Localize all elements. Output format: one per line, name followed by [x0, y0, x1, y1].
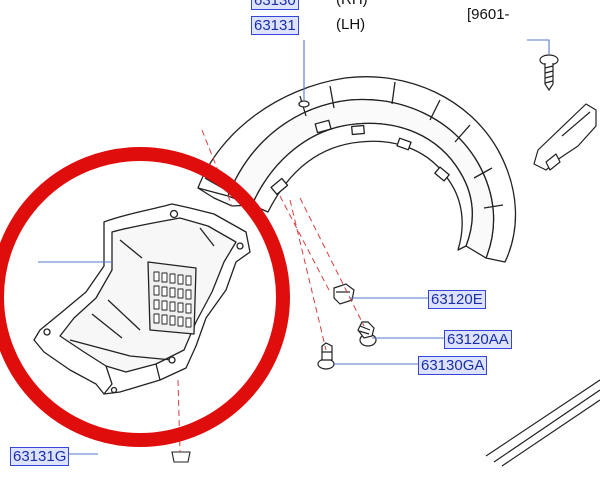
part-number-63131[interactable]: 63131	[251, 16, 299, 35]
part-number-63130GA[interactable]: 63130GA	[418, 356, 488, 375]
rh-label: (RH)	[336, 0, 368, 8]
part-number-63130[interactable]: 63130	[251, 0, 299, 10]
leader-lines	[38, 39, 550, 455]
lh-label: (LH)	[336, 16, 366, 33]
clip-e-drawing	[333, 283, 355, 305]
part-number-63120E[interactable]: 63120E	[428, 290, 486, 309]
part-number-63131G[interactable]: 63131G	[10, 447, 70, 466]
side-trim-drawing	[485, 103, 600, 467]
grommet-ga-drawing	[317, 342, 335, 370]
bottom-bolt-drawing	[171, 451, 191, 463]
splash-guard-drawing	[33, 203, 251, 395]
date-code-label: [9601-	[467, 6, 510, 23]
screw-drawing	[539, 54, 559, 92]
screw-aa-drawing	[357, 321, 377, 347]
part-number-63120AA[interactable]: 63120AA	[444, 330, 512, 349]
highlight-circle	[0, 147, 290, 447]
fender-liner-drawing	[197, 76, 517, 263]
